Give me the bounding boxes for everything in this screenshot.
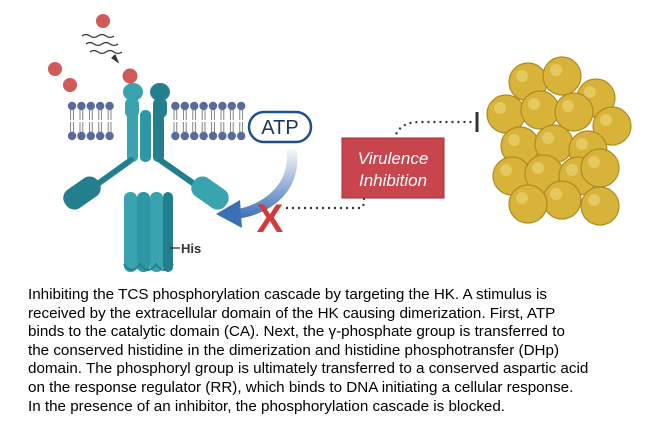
lipid-head (86, 131, 96, 141)
stimulus-signal-lines (81, 33, 123, 64)
bacterium-highlight (528, 98, 540, 110)
bacterium (520, 90, 560, 130)
transmembrane-helix (140, 110, 151, 162)
bacterium-highlight (516, 192, 528, 204)
dhp-turn (123, 262, 174, 271)
atp-arrow (216, 146, 298, 228)
lipid-head (77, 101, 86, 111)
bacterium-highlight (516, 70, 528, 82)
atp-arrow-head (216, 200, 242, 228)
lipid-head (237, 101, 246, 111)
bacterium-highlight (562, 100, 574, 112)
caption-line: received by the extracellular domain of … (28, 304, 556, 322)
transmembrane-helix (153, 110, 164, 162)
cell-membrane (67, 101, 246, 141)
stimulus-molecules (48, 14, 138, 92)
bacterium (580, 148, 620, 188)
bacteria-cluster (486, 56, 632, 226)
bacterium-highlight (550, 188, 562, 200)
transmembrane-helix (127, 110, 138, 162)
lipid-head (208, 101, 218, 111)
histidine-kinase-dimer (63, 83, 229, 272)
bacterium-highlight (576, 138, 588, 150)
caption-line: Inhibiting the TCS phosphorylation casca… (28, 286, 547, 303)
lipid-head (190, 131, 199, 141)
stimulus-molecule (122, 68, 138, 84)
bacterium-highlight (600, 114, 612, 126)
bacterium-highlight (584, 86, 596, 98)
lipid-head (86, 101, 96, 111)
figure-caption: Inhibiting the TCS phosphorylation casca… (28, 286, 628, 416)
bacterium-highlight (588, 194, 600, 206)
bacterium (542, 56, 582, 96)
lipid-head (67, 131, 77, 141)
lipid-head (218, 101, 227, 111)
catalytic-domain-left (63, 176, 101, 210)
caption-line: on the response regulator (RR), which bi… (28, 378, 574, 396)
bacterium-highlight (542, 132, 554, 144)
caption-line: the conserved histidine in the dimerizat… (28, 341, 560, 359)
lipid-head (227, 101, 236, 111)
virulence-label: Virulence (358, 149, 429, 168)
dhp-helix (163, 192, 173, 272)
atp-label: ATP (261, 117, 298, 139)
lipid-head (199, 131, 208, 141)
dhp-helix (124, 192, 137, 272)
his-label: His (181, 241, 201, 256)
bacterium-highlight (500, 164, 512, 176)
caption-line: binds to the catalytic domain (CA). Next… (28, 323, 565, 341)
lipid-head (227, 131, 236, 141)
lipid-head (105, 101, 114, 111)
stimulus-molecule (96, 14, 110, 28)
stimulus-molecule (48, 62, 62, 76)
caption-line: domain. The phosphoryl group is ultimate… (28, 360, 589, 378)
bacterium (580, 186, 620, 226)
lipid-head (96, 131, 105, 141)
lipid-head (180, 131, 189, 141)
bacterium (542, 180, 582, 220)
sensor-domain (150, 83, 170, 101)
lipid-head (208, 131, 218, 141)
lipid-head (105, 131, 114, 141)
bacterium-highlight (550, 64, 562, 76)
bacterium-highlight (508, 134, 520, 146)
dhp-helix (150, 192, 163, 272)
lipid-head (218, 131, 227, 141)
catalytic-domain-right (191, 176, 229, 210)
lipid-head (171, 101, 180, 111)
bacterium-highlight (588, 156, 600, 168)
virulence-inhibition-box: Virulence Inhibition (341, 137, 445, 199)
atp-bubble (247, 110, 313, 144)
lipid-head (237, 131, 246, 141)
bacterium-highlight (532, 162, 544, 174)
bacterium-highlight (566, 164, 578, 176)
lipid-head (199, 101, 208, 111)
bacterium-highlight (494, 102, 506, 114)
inhibition-label: Inhibition (359, 171, 427, 190)
lipid-head (190, 101, 199, 111)
dhp-helix (137, 192, 150, 272)
lipid-head (180, 101, 189, 111)
lipid-head (67, 101, 77, 111)
lipid-head (77, 131, 86, 141)
caption-line: In the presence of an inhibitor, the pho… (28, 397, 506, 415)
inhibition-x-mark: X (257, 197, 284, 241)
bacterium (508, 184, 548, 224)
sensor-domain (123, 83, 143, 101)
stimulus-molecule (63, 78, 77, 92)
lipid-head (96, 101, 105, 111)
tcs-figure: His ATP X Virulence Inhibition (48, 14, 632, 272)
lipid-head (171, 131, 180, 141)
atp-molecule: ATP (247, 110, 313, 144)
bacterium (554, 92, 594, 132)
